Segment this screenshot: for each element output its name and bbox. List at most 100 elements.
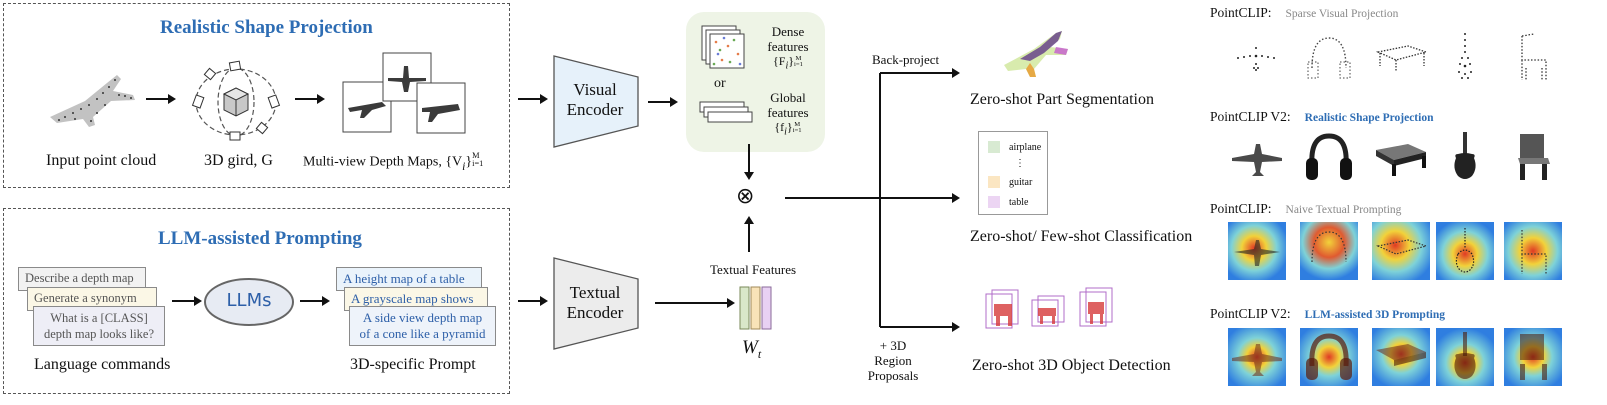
legend-ellipsis: ⋮ xyxy=(1015,158,1025,169)
llm-label: LLMs xyxy=(226,290,272,311)
textual-feature-bars xyxy=(739,286,772,330)
heatmap-llm-headphones xyxy=(1300,328,1358,386)
prompt-card-side-view-line1: A side view depth map xyxy=(362,310,483,325)
global-features-math-close: } xyxy=(786,120,793,134)
heatmap-naive-table xyxy=(1372,222,1430,280)
global-features-label-line1: Global xyxy=(770,90,806,105)
visual-encoder-shape xyxy=(553,55,639,148)
global-features-math-sub: i xyxy=(784,126,787,138)
language-commands-caption: Language commands xyxy=(34,356,171,373)
legend-label-table: table xyxy=(1009,197,1029,208)
realistic-shape-projection-panel xyxy=(3,3,510,188)
prompt-card-side-view-line2: of a cone like a pyramid xyxy=(359,326,486,341)
textual-encoder-label: Textual Encoder xyxy=(555,283,635,323)
detection-boxes xyxy=(985,287,1113,329)
prompt-card-side-view: A side view depth map of a cone like a p… xyxy=(349,306,496,346)
heatmap-naive-chair xyxy=(1504,222,1562,280)
3d-grid-caption: 3D gird, G xyxy=(204,152,273,169)
command-card-question-line2: depth map looks like? xyxy=(43,327,155,341)
textual-encoder-label-line2: Encoder xyxy=(566,303,624,322)
gallery-header-2-sub: Realistic Shape Projection xyxy=(1304,112,1434,124)
llm-assisted-prompting-panel xyxy=(3,208,510,394)
part-segmented-airplane xyxy=(1004,31,1068,77)
legend-swatch-airplane xyxy=(988,141,1000,153)
global-feature-stack-icon xyxy=(699,101,753,123)
command-card-question-line1: What is a [CLASS] xyxy=(50,311,148,325)
arrow-down-icon xyxy=(744,144,754,180)
depth-guitar-icon xyxy=(1454,132,1476,179)
dense-features-range-sub: i=1 xyxy=(794,61,803,69)
legend-swatch-guitar xyxy=(988,176,1000,188)
heatmap-llm-chair xyxy=(1504,328,1562,386)
arrow-up-icon xyxy=(744,216,754,252)
part-segmentation-caption: Zero-shot Part Segmentation xyxy=(970,91,1154,108)
depth-maps-caption-text: Multi-view Depth Maps, {V xyxy=(303,154,463,170)
llm-assisted-prompting-title: LLM-assisted Prompting xyxy=(158,228,362,249)
global-features-range-sub: i=1 xyxy=(792,127,802,135)
legend-label-guitar: guitar xyxy=(1009,177,1033,188)
heatmap-llm-guitar xyxy=(1436,328,1494,386)
arrow-right-icon xyxy=(648,97,678,107)
arrow-right-icon xyxy=(146,94,176,104)
gallery-header-1: PointCLIP: Sparse Visual Projection xyxy=(1210,5,1398,21)
depth-chair-icon xyxy=(1518,134,1550,180)
legend-swatch-table xyxy=(988,196,1000,208)
arrow-right-icon xyxy=(172,296,202,306)
gallery-header-3-sub: Naive Textual Prompting xyxy=(1285,204,1402,216)
wt-label-sub: t xyxy=(757,346,762,361)
region-proposals-label: + 3D Region Proposals xyxy=(860,338,926,383)
heatmap-naive-headphones xyxy=(1300,222,1358,280)
textual-encoder-label-line1: Textual xyxy=(569,283,621,302)
3d-grid-diagram xyxy=(191,60,281,141)
command-card-question: What is a [CLASS] depth map looks like? xyxy=(33,306,165,346)
gallery-header-4-sub: LLM-assisted 3D Prompting xyxy=(1304,309,1446,321)
global-features-math-open: {f xyxy=(774,120,785,134)
llm-ellipse xyxy=(204,278,294,326)
visual-encoder-label-line1: Visual xyxy=(573,80,617,99)
gallery-header-2-label: PointCLIP V2: xyxy=(1210,109,1291,124)
arrow-right-icon xyxy=(295,94,325,104)
heatmap-naive-airplane xyxy=(1228,222,1286,280)
textual-features-label: Textual Features xyxy=(710,262,797,277)
gallery-header-1-label: PointCLIP: xyxy=(1210,5,1272,20)
wt-label-main: W xyxy=(742,337,758,358)
sparse-headphones-icon xyxy=(1307,37,1351,79)
region-proposals-line2: Proposals xyxy=(867,368,919,383)
gallery-header-4-label: PointCLIP V2: xyxy=(1210,306,1291,321)
multi-view-depth-maps xyxy=(342,52,466,134)
textual-encoder-shape xyxy=(553,257,639,350)
sparse-airplane-icon xyxy=(1237,47,1275,71)
depth-maps-caption-close: } xyxy=(465,154,473,170)
sparse-guitar-icon xyxy=(1458,33,1472,79)
3d-specific-prompt-caption: 3D-specific Prompt xyxy=(350,356,476,373)
input-point-cloud-caption: Input point cloud xyxy=(46,152,157,169)
gallery-header-1-sub: Sparse Visual Projection xyxy=(1285,8,1399,20)
global-features-label-line2: features xyxy=(767,105,809,120)
depth-maps-caption-sub: i xyxy=(462,159,466,173)
gallery-header-3: PointCLIP: Naive Textual Prompting xyxy=(1210,201,1401,217)
gallery-header-4: PointCLIP V2: LLM-assisted 3D Prompting xyxy=(1210,306,1445,322)
sparse-table-icon xyxy=(1375,45,1429,72)
visual-encoder-label-line2: Encoder xyxy=(566,100,624,119)
arrow-right-icon xyxy=(518,94,548,104)
region-proposals-line1: + 3D Region xyxy=(874,338,912,368)
dense-features-math-close: } xyxy=(788,54,795,68)
classification-caption: Zero-shot/ Few-shot Classification xyxy=(970,228,1193,245)
depth-headphones-icon xyxy=(1306,133,1352,180)
visual-encoder-label: Visual Encoder xyxy=(555,80,635,120)
dense-feature-stack-icon xyxy=(701,25,745,69)
global-features-range-sup: M xyxy=(794,120,801,128)
task-branch-arrows xyxy=(785,68,960,332)
gallery-header-3-label: PointCLIP: xyxy=(1210,201,1272,216)
arrow-right-icon xyxy=(300,296,330,306)
sparse-chair-icon xyxy=(1521,33,1547,80)
legend-label-airplane: airplane xyxy=(1009,142,1042,153)
gallery-header-2: PointCLIP V2: Realistic Shape Projection xyxy=(1210,109,1433,125)
arrow-right-icon xyxy=(518,296,548,306)
dense-features-math-sub: i xyxy=(785,60,789,72)
arrow-right-icon xyxy=(655,298,735,308)
